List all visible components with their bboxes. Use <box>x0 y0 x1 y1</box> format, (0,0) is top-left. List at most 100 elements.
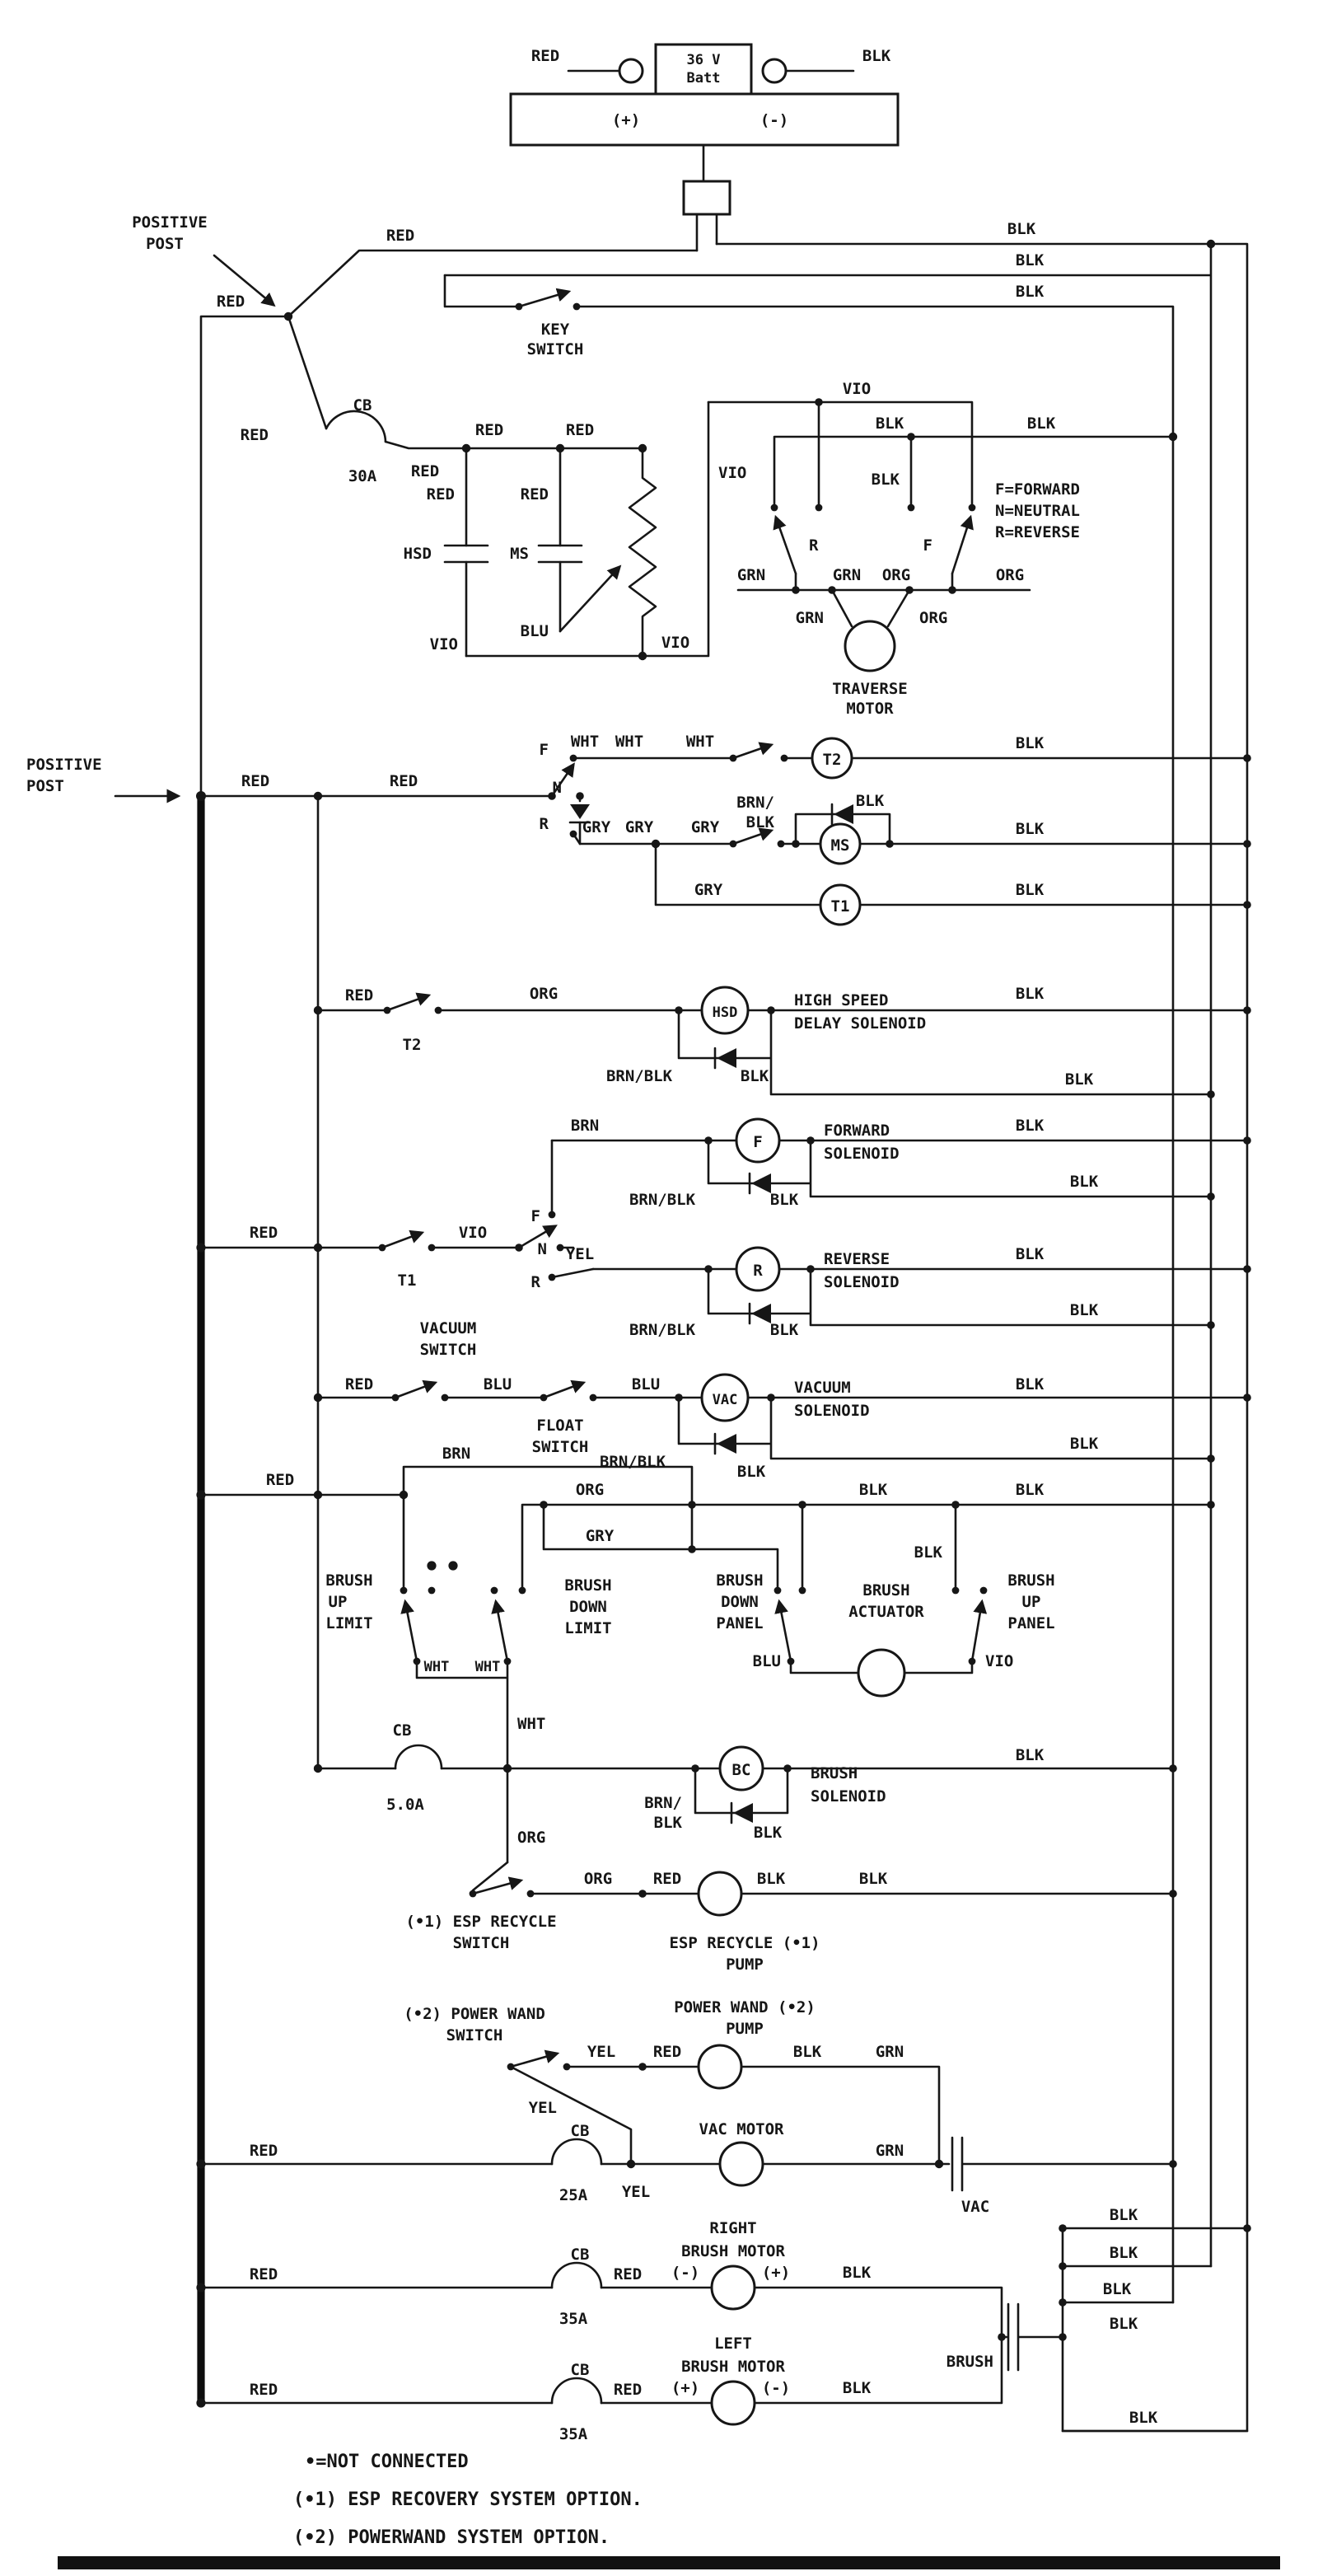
wire-label-gry: GRY <box>691 818 720 836</box>
ms-flyback-diode <box>834 804 853 824</box>
speed-resistor <box>628 447 657 658</box>
wire-label-blk: BLK <box>843 2264 872 2282</box>
wire-label-blk: BLK <box>872 471 900 489</box>
power-wand-row: (•2) POWER WAND SWITCH POWER WAND (•2) P… <box>404 1998 941 2166</box>
vacuum-solenoid-label: SOLENOID <box>794 1402 870 1420</box>
brush-down-panel-blade <box>774 1599 792 1663</box>
wire-label-blk: BLK <box>1016 985 1045 1003</box>
traverse-r-label: R <box>809 536 819 555</box>
brush-up-panel-label: BRUSH <box>1007 1571 1054 1590</box>
positive-post-label: POST <box>146 235 184 253</box>
wand-switch-label: SWITCH <box>446 2026 503 2044</box>
legend-f-forward: F=FORWARD <box>995 480 1080 499</box>
neutral-diode <box>570 804 590 819</box>
t2-letter: T2 <box>823 751 842 769</box>
wire-label-grn: GRN <box>833 566 861 584</box>
wire-label-brn: BRN <box>442 1445 470 1463</box>
wire-label-blk: BLK <box>859 1481 888 1499</box>
wire-label-brn-blk: BRN/BLK <box>629 1191 696 1209</box>
left-brush-motor-label: BRUSH MOTOR <box>681 2358 785 2376</box>
top-distribution: POSITIVE POST RED RED BLK BLK BLK KEY SW… <box>132 213 1249 2433</box>
esp-switch-label: (•1) ESP RECYCLE <box>405 1913 556 1931</box>
brush-up-limit-label: BRUSH <box>325 1571 372 1590</box>
wire-label-blk: BLK <box>737 1463 766 1481</box>
hsd-solenoid <box>700 986 750 1035</box>
vacuum-switch-label: VACUUM <box>420 1319 477 1337</box>
t2-switch-label: T2 <box>403 1036 422 1054</box>
cb-rating: 30A <box>348 467 377 485</box>
traverse-f-blade <box>951 514 974 575</box>
traverse-motor-label: MOTOR <box>846 700 894 718</box>
wire-label-blu: BLU <box>484 1375 512 1393</box>
power-wand-pump <box>697 2044 743 2090</box>
esp-switch-label: SWITCH <box>453 1934 510 1952</box>
wire-label-blk: BLK <box>793 2043 822 2061</box>
wire-label-blk: BLK <box>859 1870 888 1888</box>
hsd-contact-label: HSD <box>404 545 432 563</box>
positive-post-arrow <box>213 254 276 307</box>
wire-label-blk: BLK <box>757 1870 786 1888</box>
brush-actuator-section: RED BRN ORG BLK BLK GRY BLK BRUSH UP LIM… <box>199 1445 1213 1864</box>
brush-solenoid <box>718 1745 764 1791</box>
brush-solenoid-row: WHT CB 5.0A ORG BC BRUSH SOLENOID BLK BR… <box>316 1715 1175 1847</box>
cb-5a-breaker <box>394 1744 443 1770</box>
wire-label-blk: BLK <box>1103 2280 1132 2298</box>
wire-label-blk: BLK <box>1110 2206 1138 2224</box>
wire-label-org: ORG <box>517 1829 545 1847</box>
t1-solenoid <box>819 883 862 926</box>
wire-label-red: RED <box>345 986 373 1005</box>
wire-label-blk: BLK <box>741 1067 769 1085</box>
brush-flyback-diode <box>733 1803 753 1823</box>
traverse-motor-circuit: VIO BLK BLK BLK F=FORWARD N=NEUTRAL R=RE… <box>707 380 1175 718</box>
junction-dots <box>196 239 1251 2408</box>
cb-label: CB <box>571 2361 590 2379</box>
wire-label-red: RED <box>241 772 269 790</box>
key-switch-label: KEY <box>541 321 570 339</box>
positive-post-label: POSITIVE <box>132 213 208 232</box>
brush-motor-rows: RED CB 35A RED RIGHT BRUSH MOTOR (-) (+)… <box>199 2206 1249 2443</box>
wire-label-org: ORG <box>882 566 910 584</box>
wire-label-red: RED <box>250 2265 278 2283</box>
brush-down-limit-label: LIMIT <box>564 1619 611 1637</box>
right-brush-motor-label: RIGHT <box>709 2219 756 2237</box>
wire-label-vio: VIO <box>661 634 689 652</box>
float-switch-label: FLOAT <box>536 1417 583 1435</box>
wire-label-grn: GRN <box>796 609 824 627</box>
wire-label-blk: BLK <box>1110 2244 1138 2262</box>
forward-solenoid <box>735 1117 781 1164</box>
reverse-letter: R <box>753 1262 763 1280</box>
legend-r-reverse: R=REVERSE <box>995 523 1080 541</box>
selector1-blade <box>550 762 575 798</box>
brush-solenoid-label: BRUSH <box>811 1764 858 1782</box>
wire-label-vio: VIO <box>985 1652 1013 1670</box>
wire-label-red: RED <box>566 421 594 439</box>
wire-label-blk: BLK <box>1070 1173 1099 1191</box>
wire-label-vio: VIO <box>843 380 871 398</box>
positive-post-label: POSITIVE <box>26 756 102 774</box>
polarity-plus: (+) <box>671 2379 699 2397</box>
vac-contact <box>951 2136 1175 2192</box>
hsd-flyback-diode <box>717 1048 736 1068</box>
t1-letter: T1 <box>831 897 850 916</box>
forward-letter: F <box>753 1133 762 1151</box>
wire-label-red: RED <box>531 47 559 65</box>
brush-up-panel-label: UP <box>1022 1593 1041 1611</box>
wire-label-brn: BRN <box>571 1117 599 1135</box>
wand-switch-label: (•2) POWER WAND <box>404 2005 545 2023</box>
traverse-motor-label: TRAVERSE <box>832 680 908 698</box>
right-brush-motor-label: BRUSH MOTOR <box>681 2242 785 2260</box>
forward-solenoid-label: SOLENOID <box>824 1145 900 1163</box>
cb-label: CB <box>353 396 372 415</box>
left-brush-motor <box>710 2380 756 2426</box>
vac-letter: VAC <box>713 1392 738 1408</box>
reverse-solenoid-label: SOLENOID <box>824 1273 900 1291</box>
brush-actuator-label: ACTUATOR <box>848 1603 924 1621</box>
wire-label-blk: BLK <box>914 1543 943 1562</box>
brush-down-limit-label: BRUSH <box>564 1576 611 1595</box>
wire-label-red: RED <box>250 2142 278 2160</box>
page-edge-bar <box>58 2556 1280 2569</box>
polarity-plus: (+) <box>762 2264 790 2282</box>
bc-letter: BC <box>732 1761 751 1779</box>
